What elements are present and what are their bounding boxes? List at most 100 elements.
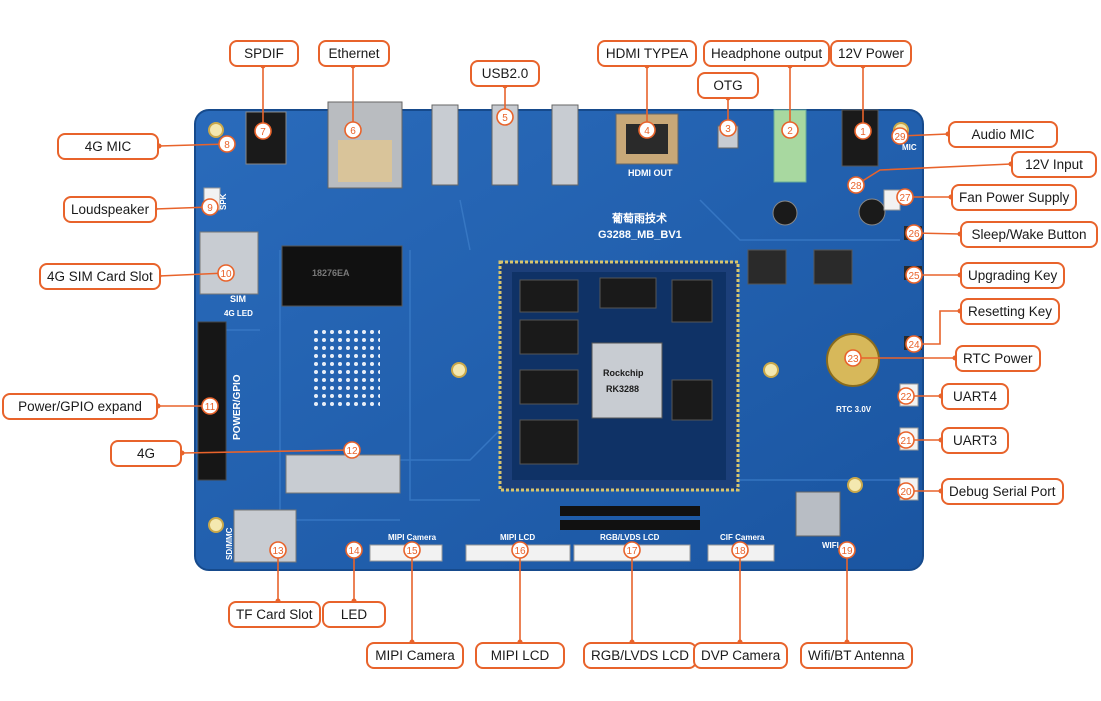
callout-marker-19: 19	[838, 541, 856, 559]
callout-marker-29: 29	[891, 127, 909, 145]
callout-number-13: 13	[272, 546, 284, 557]
callout-label-20: Debug Serial Port	[941, 478, 1064, 505]
callout-marker-25: 25	[905, 266, 923, 284]
leader-line-28	[855, 163, 1012, 186]
callout-marker-23: 23	[844, 349, 862, 367]
callout-marker-1: 1	[854, 122, 872, 140]
callout-number-6: 6	[350, 126, 356, 137]
silk-cif-camera: CIF Camera	[720, 533, 765, 542]
silk-spk: SPK	[219, 193, 228, 210]
callout-marker-9: 9	[201, 198, 219, 216]
callout-marker-4: 4	[638, 121, 656, 139]
soc-chip	[591, 342, 663, 419]
callout-label-22: UART4	[941, 383, 1009, 410]
callout-number-22: 22	[900, 392, 912, 403]
callout-label-7: SPDIF	[229, 40, 299, 67]
callout-marker-8: 8	[218, 135, 236, 153]
callout-number-11: 11	[205, 402, 216, 413]
callout-marker-12: 12	[343, 441, 361, 459]
callout-label-24: Resetting Key	[960, 298, 1061, 325]
callout-label-25: Upgrading Key	[960, 262, 1066, 289]
callout-marker-21: 21	[897, 431, 915, 449]
callout-label-6: Ethernet	[318, 40, 390, 67]
callout-marker-2: 2	[781, 121, 799, 139]
callout-label-10: 4G SIM Card Slot	[39, 263, 161, 290]
callout-marker-27: 27	[896, 188, 914, 206]
callout-number-10: 10	[220, 269, 232, 280]
callout-marker-22: 22	[897, 387, 915, 405]
callout-marker-10: 10	[217, 264, 235, 282]
usb-port-3	[551, 104, 579, 186]
callout-label-14: LED	[322, 601, 386, 628]
callout-number-3: 3	[725, 124, 731, 135]
silk-rgb-lvds: RGB/LVDS LCD	[600, 533, 660, 542]
capacitor	[772, 200, 798, 226]
soc-brand: Rockchip	[603, 368, 644, 378]
callout-marker-17: 17	[623, 541, 641, 559]
callout-number-25: 25	[908, 271, 920, 282]
callout-marker-14: 14	[345, 541, 363, 559]
callout-marker-5: 5	[496, 108, 514, 126]
callout-number-2: 2	[787, 126, 793, 137]
callout-number-26: 26	[908, 229, 920, 240]
callout-label-21: UART3	[941, 427, 1009, 454]
callout-number-1: 1	[860, 127, 866, 138]
callout-number-9: 9	[207, 203, 213, 214]
4g-latch	[285, 454, 401, 494]
power-inductor-2	[813, 249, 853, 285]
callout-number-15: 15	[406, 546, 418, 557]
callout-number-18: 18	[734, 546, 746, 557]
callout-marker-24: 24	[905, 335, 923, 353]
callout-label-5: USB2.0	[470, 60, 540, 87]
silk-sd-mmc: SD/MMC	[225, 527, 234, 560]
tf-slot	[233, 509, 297, 563]
usb-port-1	[431, 104, 459, 186]
sim-slot	[199, 231, 259, 295]
callout-label-23: RTC Power	[955, 345, 1041, 372]
callout-number-21: 21	[900, 436, 912, 447]
callout-label-9: Loudspeaker	[63, 196, 158, 223]
soc-model: RK3288	[606, 384, 639, 394]
silk-rtc: RTC 3.0V	[836, 405, 872, 414]
callout-number-7: 7	[260, 127, 266, 138]
power-inductor-1	[747, 249, 787, 285]
silk-wifi: WIFI	[822, 541, 839, 550]
board-model-label: G3288_MB_BV1	[598, 229, 682, 241]
callout-label-28: 12V Input	[1011, 151, 1097, 178]
silk-mipi-camera: MIPI Camera	[388, 533, 437, 542]
callout-label-29: Audio MIC	[948, 121, 1058, 148]
callout-label-16: MIPI LCD	[475, 642, 565, 669]
callout-number-12: 12	[346, 446, 358, 457]
callout-number-17: 17	[626, 546, 638, 557]
4g-module-slot	[281, 245, 403, 307]
callout-label-3: OTG	[697, 72, 759, 99]
callout-number-5: 5	[502, 113, 508, 124]
silk-sim: SIM	[230, 294, 246, 304]
callout-number-28: 28	[850, 181, 862, 192]
bga-pad-field	[310, 330, 380, 410]
callout-label-12: 4G	[110, 440, 182, 467]
leader-line-12	[181, 449, 353, 454]
callout-number-27: 27	[899, 193, 911, 204]
callout-label-1: 12V Power	[830, 40, 913, 67]
callout-marker-11: 11	[201, 397, 219, 415]
callout-marker-15: 15	[403, 541, 421, 559]
callout-marker-18: 18	[731, 541, 749, 559]
callout-marker-3: 3	[719, 119, 737, 137]
callout-marker-26: 26	[905, 224, 923, 242]
callout-marker-7: 7	[254, 122, 272, 140]
callout-number-20: 20	[900, 487, 912, 498]
callout-number-16: 16	[514, 546, 526, 557]
callout-label-4: HDMI TYPEA	[597, 40, 697, 67]
callout-label-19: Wifi/BT Antenna	[800, 642, 913, 669]
callout-number-24: 24	[908, 340, 920, 351]
callout-label-15: MIPI Camera	[366, 642, 464, 669]
silk-power-gpio: POWER/GPIO	[232, 374, 243, 440]
callout-label-2: Headphone output	[703, 40, 831, 67]
callout-marker-20: 20	[897, 482, 915, 500]
vendor-text: 葡萄雨技术	[611, 211, 667, 225]
module-silk: 18276EA	[312, 268, 350, 278]
callout-label-18: DVP Camera	[693, 642, 789, 669]
